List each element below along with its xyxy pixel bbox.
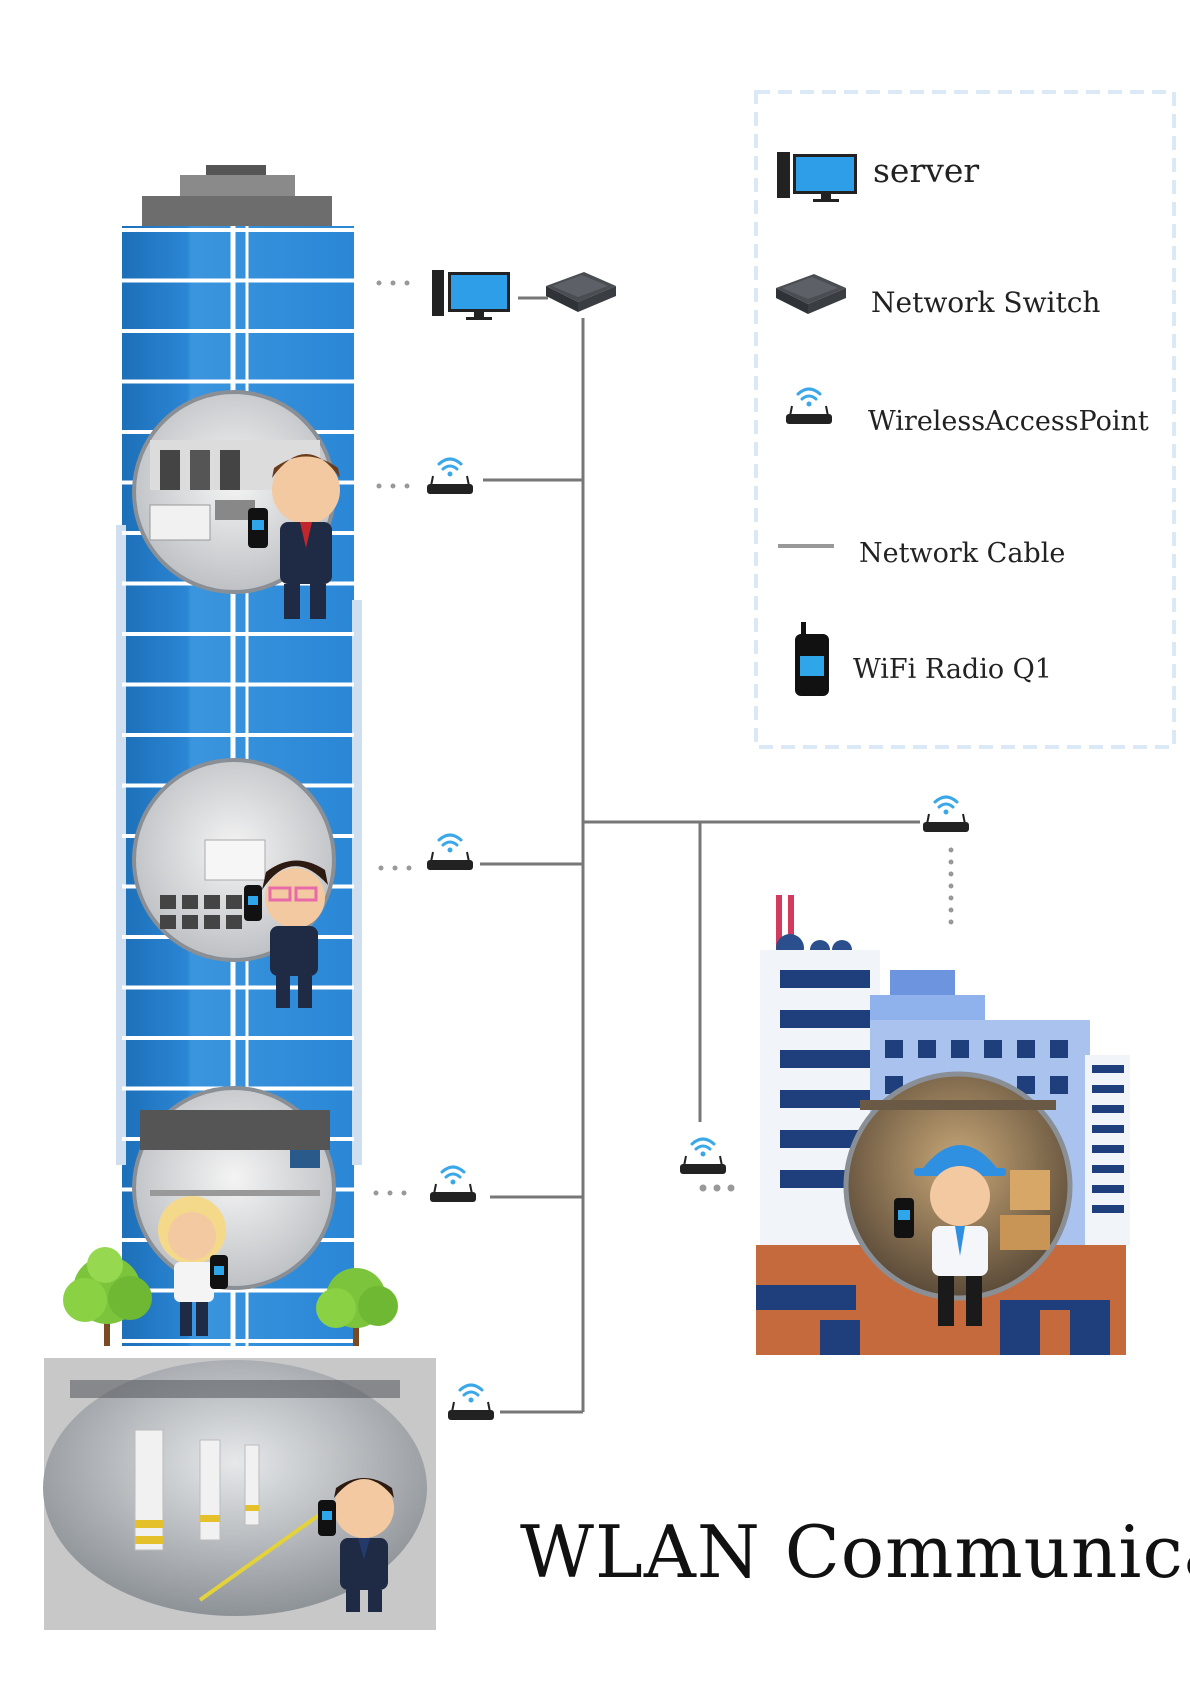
wireless-access-point-icon	[923, 795, 969, 832]
link-dots	[373, 280, 954, 1196]
diagram-title: WLAN Communication	[520, 1510, 1190, 1594]
tree-right	[316, 1268, 398, 1346]
wireless-access-point-icon	[427, 457, 473, 494]
legend-label-network-switch: Network Switch	[871, 286, 1100, 319]
tree-left	[63, 1247, 152, 1346]
wireless-access-point-icon	[448, 1383, 494, 1420]
businesswoman-blonde	[158, 1196, 228, 1336]
legend-label-wireless-access-point: WirelessAccessPoint	[868, 406, 1149, 437]
legend-network-switch-icon	[776, 274, 846, 314]
server-icon	[432, 270, 510, 320]
legend-server-icon	[777, 152, 857, 202]
wireless-access-point-icon	[427, 833, 473, 870]
legend-wireless-access-point-icon	[786, 387, 832, 424]
network-switch-icon	[546, 272, 616, 312]
network-cables	[480, 296, 920, 1414]
legend-wifi-radio-icon	[795, 622, 829, 696]
businesswoman-glasses	[244, 860, 328, 1008]
legend-label-server: server	[873, 151, 979, 190]
businessman-1	[248, 454, 340, 619]
legend-label-network-cable: Network Cable	[859, 538, 1065, 569]
wireless-access-point-icon	[430, 1165, 476, 1202]
legend-label-wifi-radio: WiFi Radio Q1	[853, 654, 1052, 685]
lobby-circle	[132, 1086, 336, 1290]
wireless-access-point-icon	[680, 1137, 726, 1174]
businessman-garage	[318, 1478, 394, 1612]
legend: server Network Switch WirelessAccessPoin…	[754, 90, 1176, 749]
engineer-helmet	[894, 1145, 1006, 1326]
